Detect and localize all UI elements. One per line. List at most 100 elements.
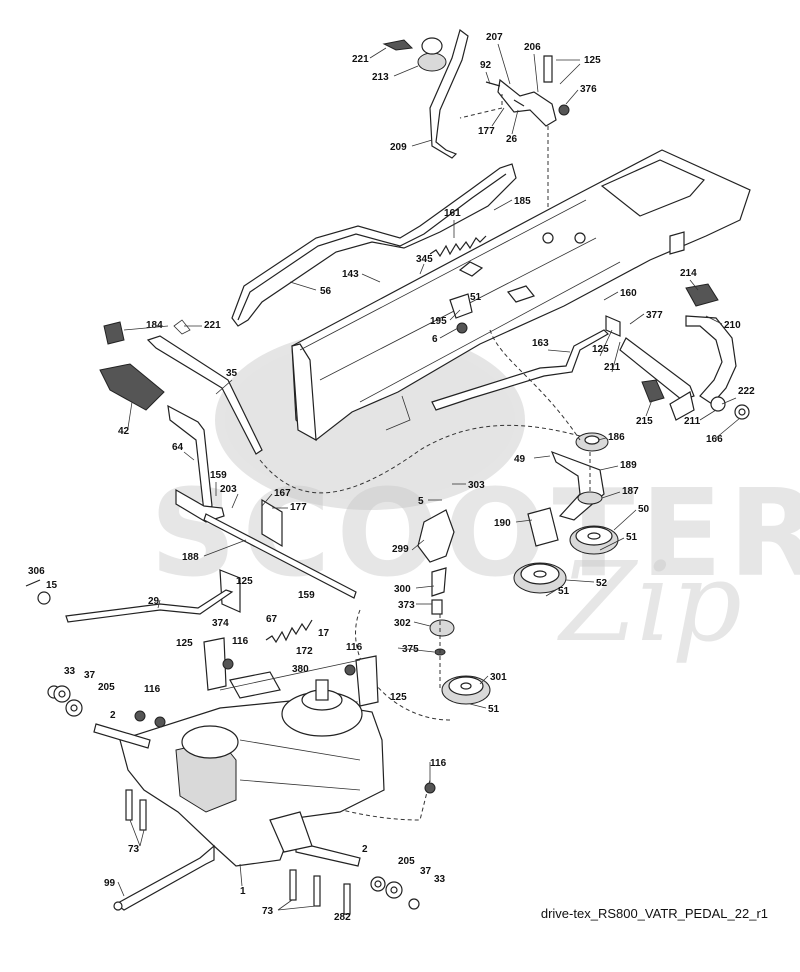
callout-209: 209 [390, 142, 407, 153]
spring-17 [265, 619, 313, 644]
callout-195: 195 [430, 316, 447, 327]
callout-205: 205 [98, 682, 115, 693]
callout-159-b: 159 [298, 590, 315, 601]
callout-163: 163 [532, 338, 549, 349]
callout-186: 186 [608, 432, 625, 443]
callout-125-d: 125 [176, 638, 193, 649]
pedal-210 [605, 283, 750, 421]
transaxle-1 [93, 671, 385, 867]
callout-92: 92 [480, 60, 492, 71]
pulley-186 [575, 432, 609, 452]
callout-125-e: 125 [390, 692, 407, 703]
callout-206: 206 [524, 42, 541, 53]
pedal-42-64 [99, 319, 263, 523]
callout-221: 221 [352, 54, 369, 65]
spring-161 [429, 235, 487, 258]
pulley-52 [513, 562, 567, 594]
callout-303: 303 [468, 480, 485, 491]
bolts-73 [125, 789, 351, 915]
callout-345: 345 [416, 254, 433, 265]
callout-labels: 221 213 209 207 206 125 92 376 177 26 16… [28, 32, 755, 923]
callout-190: 190 [494, 518, 511, 529]
callout-116-b: 116 [346, 642, 363, 653]
callout-116: 116 [232, 636, 249, 647]
callout-282: 282 [334, 912, 351, 923]
callout-37: 37 [84, 670, 96, 681]
bracket-299 [417, 509, 455, 656]
callout-306: 306 [28, 566, 45, 577]
watermark: SCOOTER Zip [150, 330, 800, 666]
leader-lines [117, 43, 741, 911]
rod-99 [113, 844, 215, 911]
callout-159: 159 [210, 470, 227, 481]
callout-64: 64 [172, 442, 184, 453]
callout-301: 301 [490, 672, 507, 683]
callout-210: 210 [724, 320, 741, 331]
callout-185: 185 [514, 196, 531, 207]
callout-67: 67 [266, 614, 278, 625]
callout-161: 161 [444, 208, 461, 219]
callout-2-b: 2 [362, 844, 368, 855]
pulley-50 [569, 525, 619, 555]
callout-177-b: 177 [290, 502, 307, 513]
callout-1: 1 [240, 886, 246, 897]
callout-377: 377 [646, 310, 663, 321]
callout-222: 222 [738, 386, 755, 397]
linkage-206-207 [459, 55, 570, 240]
pulley-301 [441, 675, 491, 705]
callout-143: 143 [342, 269, 359, 280]
callout-205-b: 205 [398, 856, 415, 867]
callout-380: 380 [292, 664, 309, 675]
callout-211-b: 211 [684, 416, 701, 427]
callout-35: 35 [226, 368, 238, 379]
callout-116-c: 116 [144, 684, 161, 695]
callout-187: 187 [622, 486, 639, 497]
callout-302: 302 [394, 618, 411, 629]
chassis-frame [291, 149, 751, 442]
diagram-caption: drive-tex_RS800_VATR_PEDAL_22_r1 [540, 906, 768, 921]
callout-166: 166 [706, 434, 723, 445]
callout-29: 29 [148, 596, 160, 607]
callout-5: 5 [418, 496, 424, 507]
callout-51-b: 51 [626, 532, 638, 543]
callout-50: 50 [638, 504, 650, 515]
callout-2: 2 [110, 710, 116, 721]
callout-211: 211 [604, 362, 621, 373]
callout-15: 15 [46, 580, 58, 591]
callout-51-c: 51 [558, 586, 570, 597]
callout-189: 189 [620, 460, 637, 471]
callout-184: 184 [146, 320, 163, 331]
callout-73-b: 73 [262, 906, 274, 917]
callout-177: 177 [478, 126, 495, 137]
callout-299: 299 [392, 544, 409, 555]
washer-187 [577, 491, 603, 505]
callout-188: 188 [182, 552, 199, 563]
callout-49: 49 [514, 454, 526, 465]
callout-172: 172 [296, 646, 313, 657]
callout-300: 300 [394, 584, 411, 595]
callout-99: 99 [104, 878, 116, 889]
callout-221-b: 221 [204, 320, 221, 331]
callout-374: 374 [212, 618, 229, 629]
drive-belt-56 [231, 163, 517, 327]
callout-160: 160 [620, 288, 637, 299]
callout-116-d: 116 [430, 758, 447, 769]
callout-376: 376 [580, 84, 597, 95]
watermark-suffix: Zip [557, 538, 742, 666]
callout-33-b: 33 [434, 874, 446, 885]
bracket-172 [203, 637, 379, 707]
callout-33: 33 [64, 666, 76, 677]
callout-6: 6 [432, 334, 438, 345]
callout-51: 51 [470, 292, 482, 303]
watermark-brand: SCOOTER [150, 465, 800, 604]
callout-214: 214 [680, 268, 697, 279]
callout-207: 207 [486, 32, 503, 43]
callout-56: 56 [320, 286, 332, 297]
callout-42: 42 [118, 426, 130, 437]
callout-215: 215 [636, 416, 653, 427]
rod-29 [25, 579, 234, 623]
callout-203: 203 [220, 484, 237, 495]
callout-17: 17 [318, 628, 330, 639]
